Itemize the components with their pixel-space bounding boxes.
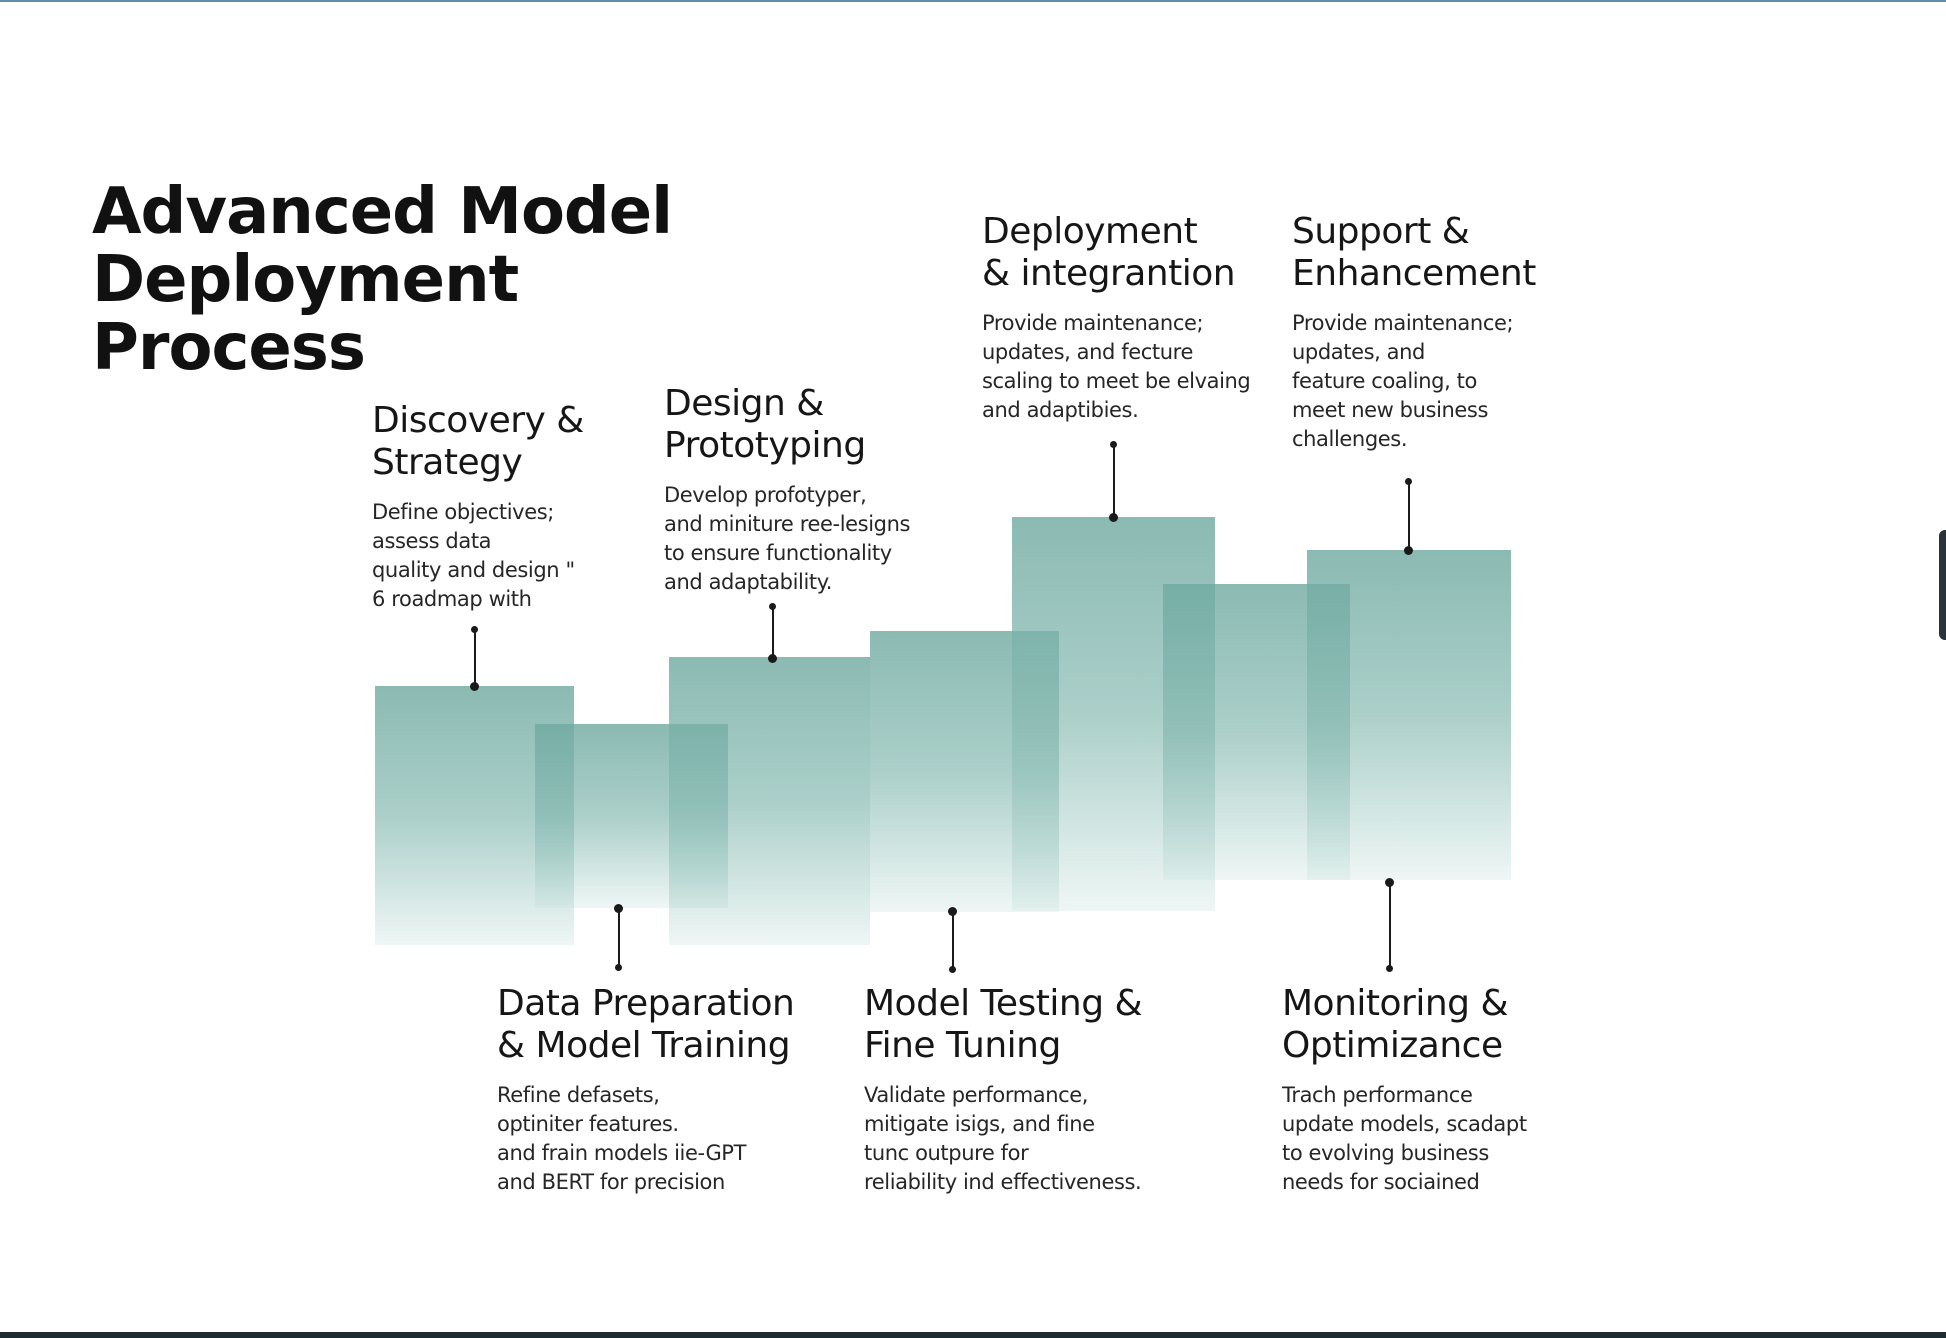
stage-description: Develop profotyper, and miniture ree-les… <box>664 483 911 594</box>
stage-design: Design & Prototyping Develop profotyper,… <box>664 383 910 597</box>
top-border <box>0 0 1946 2</box>
connector-dot <box>769 603 776 610</box>
page-title-line-1: Advanced Model <box>92 175 673 249</box>
stage-title: Model Testing & Fine Tuning <box>864 983 1143 1066</box>
connector-dot <box>949 966 956 973</box>
connector-dot <box>1385 878 1394 887</box>
connector-dot <box>768 654 777 663</box>
connector-support <box>1408 482 1410 552</box>
stage-title: Design & Prototyping <box>664 383 866 466</box>
connector-monitoring <box>1389 882 1391 968</box>
stage-title: Monitoring & Optimizance <box>1282 983 1509 1066</box>
bottom-border <box>0 1332 1946 1338</box>
stage-support: Support & Enhancement Provide maintenanc… <box>1292 211 1536 454</box>
connector-deployment <box>1113 445 1115 519</box>
stage-description: Provide maintenance; updates, and featur… <box>1292 311 1514 451</box>
connector-dot <box>1405 478 1412 485</box>
stage-discovery: Discovery & Strategy Define objectives; … <box>372 400 584 614</box>
page-title: Advanced Model Deployment Process <box>92 178 812 382</box>
connector-data-preparation <box>618 908 620 968</box>
block-design <box>669 657 870 945</box>
stage-description: Provide maintenance; updates, and fectur… <box>982 311 1251 422</box>
stage-description: Validate performance, mitigate isigs, an… <box>864 1083 1142 1194</box>
connector-model-testing <box>952 911 954 969</box>
stage-deployment: Deployment & integrantion Provide mainte… <box>982 211 1251 425</box>
connector-dot <box>614 904 623 913</box>
connector-dot <box>471 626 478 633</box>
connector-dot <box>1109 513 1118 522</box>
stage-description: Define objectives; assess data quality a… <box>372 500 575 611</box>
stage-title: Data Preparation & Model Training <box>497 983 795 1066</box>
connector-dot <box>470 682 479 691</box>
block-support <box>1307 550 1511 880</box>
stage-model-testing: Model Testing & Fine Tuning Validate per… <box>864 983 1143 1197</box>
stage-monitoring: Monitoring & Optimizance Trach performan… <box>1282 983 1527 1197</box>
stage-data-preparation: Data Preparation & Model Training Refine… <box>497 983 795 1197</box>
connector-dot <box>948 907 957 916</box>
connector-dot <box>1386 965 1393 972</box>
page-title-line-2: Deployment Process <box>92 243 519 385</box>
stage-description: Trach performance update models, scadapt… <box>1282 1083 1527 1194</box>
connector-design <box>772 607 774 659</box>
connector-dot <box>615 964 622 971</box>
stage-description: Refine defasets, optiniter features. and… <box>497 1083 747 1194</box>
stage-title: Discovery & Strategy <box>372 400 584 483</box>
connector-dot <box>1404 546 1413 555</box>
stage-title: Deployment & integrantion <box>982 211 1236 294</box>
scroll-edge-tab[interactable] <box>1939 530 1946 640</box>
stage-title: Support & Enhancement <box>1292 211 1536 294</box>
connector-discovery <box>474 630 476 687</box>
connector-dot <box>1110 441 1117 448</box>
